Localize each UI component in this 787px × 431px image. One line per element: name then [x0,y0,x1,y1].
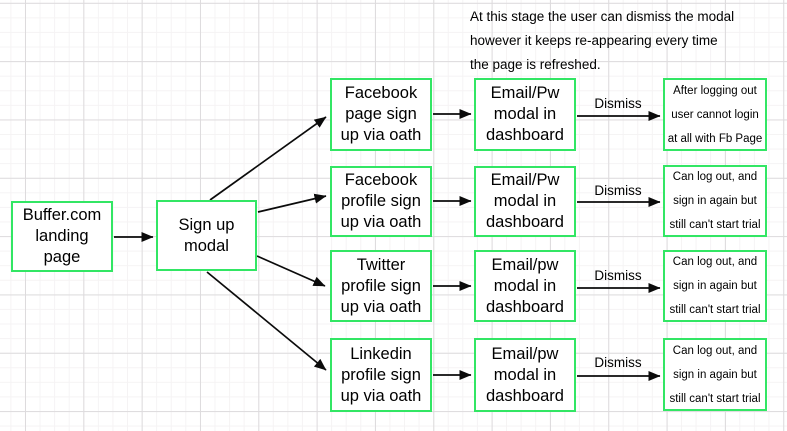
label-dismiss-2[interactable]: Dismiss [594,183,642,198]
node-emailpw-modal-4[interactable]: Email/pw modal in dashboard [474,338,576,412]
annotation-note[interactable]: At this stage the user can dismiss the m… [470,9,735,72]
node-outcome-3[interactable]: Can log out, and sign in again but still… [663,250,767,322]
node-signup-modal[interactable]: Sign up modal [156,200,257,271]
arrow-modal-to-facebook-profile [257,193,327,213]
node-facebook-profile-signup[interactable]: Facebook profile sign up via oath [330,166,432,237]
node-linkedin-profile-signup[interactable]: Linkedin profile sign up via oath [330,338,432,412]
label-dismiss-3[interactable]: Dismiss [594,268,642,283]
node-buffer-landing-page[interactable]: Buffer.com landing page [11,201,113,272]
node-emailpw-modal-2[interactable]: Email/Pw modal in dashboard [474,166,576,237]
arrow-modal-to-linkedin-profile [206,271,327,371]
node-twitter-profile-signup[interactable]: Twitter profile sign up via oath [330,250,432,322]
node-facebook-page-signup[interactable]: Facebook page sign up via oath [330,78,432,151]
arrow-modal-to-facebook-page [209,116,327,201]
label-dismiss-1[interactable]: Dismiss [594,96,642,111]
arrow-modal-to-twitter-profile [256,255,326,287]
label-dismiss-4[interactable]: Dismiss [594,355,642,370]
node-outcome-4[interactable]: Can log out, and sign in again but still… [663,338,767,411]
node-emailpw-modal-1[interactable]: Email/Pw modal in dashboard [474,78,576,151]
node-outcome-2[interactable]: Can log out, and sign in again but still… [663,165,767,237]
node-emailpw-modal-3[interactable]: Email/pw modal in dashboard [474,250,576,322]
node-outcome-1[interactable]: After logging out user cannot login at a… [663,78,767,151]
